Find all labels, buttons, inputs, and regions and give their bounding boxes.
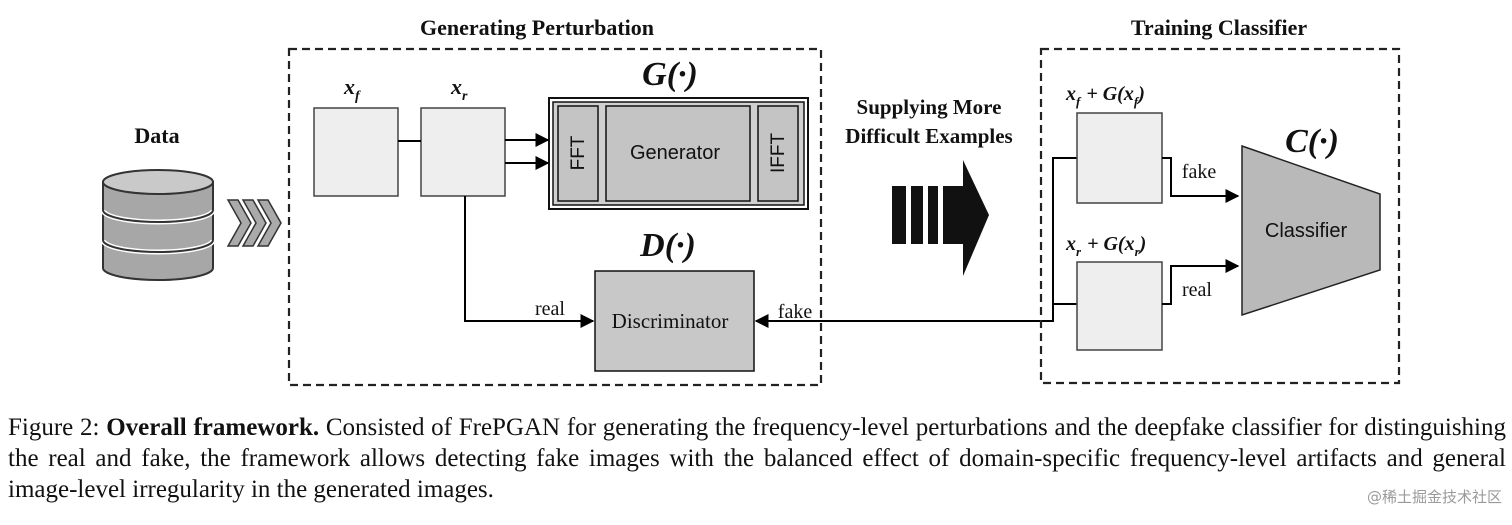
classifier-function-label: C(·) xyxy=(1285,123,1339,160)
fake-edge-label-discriminator: fake xyxy=(778,301,813,323)
fake-arrow-to-discriminator xyxy=(754,157,1077,328)
real-arrow-to-discriminator xyxy=(464,196,595,328)
generator-block xyxy=(605,105,751,202)
data-label: Data xyxy=(134,123,179,148)
chevron-right-icon xyxy=(226,199,282,247)
discriminator-function-label: D(·) xyxy=(639,227,696,264)
classifier-block xyxy=(1241,144,1381,317)
big-arrow-icon xyxy=(892,160,989,276)
classifier-label: Classifier xyxy=(1265,220,1348,242)
caption-prefix: Figure 2: xyxy=(8,414,107,441)
middle-text-line1: Supplying More xyxy=(857,95,1002,119)
discriminator-block xyxy=(594,270,755,372)
ifft-block xyxy=(757,105,799,202)
figure-caption: Figure 2: Overall framework. Consisted o… xyxy=(8,412,1506,505)
caption-body: Consisted of FrePGAN for generating the … xyxy=(8,414,1506,503)
fake-edge-label-classifier: fake xyxy=(1182,161,1217,183)
xr-label: xr xyxy=(450,74,468,104)
watermark: @稀土掘金技术社区 xyxy=(1366,488,1502,506)
real-arrow-to-classifier xyxy=(1162,259,1240,305)
xf-perturbed-label: xf+ G(xf) xyxy=(1065,83,1145,109)
xf-label: xf xyxy=(343,74,361,104)
generating-perturbation-section xyxy=(287,47,823,387)
training-classifier-title: Training Classifier xyxy=(1131,15,1307,40)
framework-diagram: Data Generating Perturbation xf xr G(·) … xyxy=(100,15,1401,387)
real-edge-label-classifier: real xyxy=(1182,279,1212,301)
generating-perturbation-title: Generating Perturbation xyxy=(420,15,654,40)
generator-module xyxy=(548,97,809,210)
discriminator-label: Discriminator xyxy=(612,309,729,333)
fft-block xyxy=(557,105,599,202)
training-classifier-section xyxy=(1039,47,1401,385)
middle-text-line2: Difficult Examples xyxy=(845,124,1012,148)
xr-image-box xyxy=(420,107,506,197)
ifft-label: IFFT xyxy=(768,133,789,173)
generator-function-label: G(·) xyxy=(642,56,698,93)
fake-arrow-to-classifier xyxy=(1162,157,1240,203)
real-edge-label-discriminator: real xyxy=(535,298,565,320)
xr-perturbed-label: xr+ G(xr) xyxy=(1065,233,1146,259)
xr-perturbed-image-box xyxy=(1076,261,1163,351)
xf-perturbed-image-box xyxy=(1076,112,1163,204)
database-icon: Data xyxy=(100,123,216,281)
caption-bold-title: Overall framework. xyxy=(106,414,320,441)
fft-label: FFT xyxy=(568,135,589,170)
generator-label: Generator xyxy=(630,142,720,164)
xf-image-box xyxy=(313,107,399,197)
